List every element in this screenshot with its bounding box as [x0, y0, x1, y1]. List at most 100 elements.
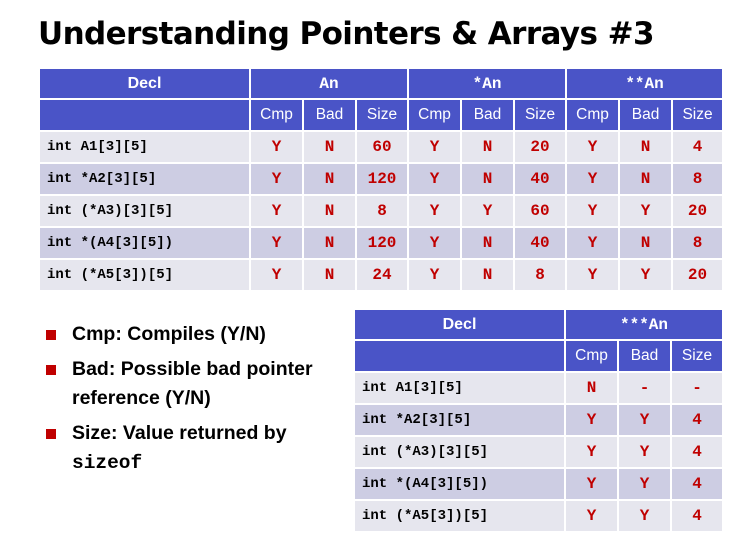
flag-cell: Y	[564, 403, 619, 437]
square-bullet-icon	[46, 429, 56, 439]
flag-cell: Y	[249, 130, 304, 164]
size-cell: 24	[354, 258, 410, 292]
square-bullet-icon	[46, 330, 56, 340]
column-subheader: Cmp	[249, 98, 304, 132]
flag-cell: Y	[249, 162, 304, 196]
flag-cell: Y	[564, 499, 619, 533]
column-subheader: Cmp	[565, 98, 621, 132]
decl-cell: int *A2[3][5]	[353, 403, 566, 437]
decl-cell: int A1[3][5]	[353, 371, 566, 405]
size-cell: 120	[354, 162, 410, 196]
column-subheader: Size	[513, 98, 568, 132]
size-cell: 20	[671, 258, 725, 292]
bullet-text: Cmp: Compiles (Y/N)	[72, 323, 266, 345]
flag-cell: N	[302, 258, 357, 292]
group-header: *An	[407, 67, 568, 100]
flag-cell: -	[617, 371, 672, 405]
column-subheader: Size	[670, 339, 724, 373]
flag-cell: Y	[617, 499, 672, 533]
decl-subheader-blank	[353, 339, 566, 373]
flag-cell: Y	[249, 226, 304, 260]
decl-cell: int *(A4[3][5])	[38, 226, 251, 260]
flag-cell: N	[302, 162, 357, 196]
flag-cell: Y	[249, 194, 304, 228]
decl-subheader-blank	[38, 98, 251, 132]
flag-cell: Y	[565, 130, 621, 164]
decl-cell: int (*A5[3])[5]	[353, 499, 566, 533]
flag-cell: Y	[407, 162, 463, 196]
flag-cell: Y	[407, 130, 463, 164]
flag-cell: N	[618, 130, 674, 164]
column-subheader: Size	[354, 98, 410, 132]
decl-cell: int (*A3)[3][5]	[38, 194, 251, 228]
decl-header: Decl	[38, 67, 251, 100]
size-cell: 4	[670, 435, 724, 469]
column-subheader: Bad	[617, 339, 672, 373]
flag-cell: N	[460, 130, 516, 164]
flag-cell: Y	[407, 194, 463, 228]
flag-cell: Y	[618, 194, 674, 228]
column-subheader: Bad	[302, 98, 357, 132]
decl-cell: int *(A4[3][5])	[353, 467, 566, 501]
flag-cell: Y	[565, 226, 621, 260]
size-cell: 8	[671, 226, 725, 260]
size-cell: 8	[671, 162, 725, 196]
flag-cell: Y	[618, 258, 674, 292]
size-cell: 20	[671, 194, 725, 228]
bullet-item: Size: Value returned by sizeof	[44, 419, 344, 478]
size-cell: 40	[513, 162, 568, 196]
flag-cell: N	[460, 162, 516, 196]
bullet-text: Size: Value returned by	[72, 422, 287, 444]
column-subheader: Bad	[618, 98, 674, 132]
flag-cell: N	[302, 130, 357, 164]
size-cell: 8	[354, 194, 410, 228]
flag-cell: N	[618, 226, 674, 260]
size-cell: 4	[671, 130, 725, 164]
flag-cell: Y	[407, 258, 463, 292]
decl-cell: int A1[3][5]	[38, 130, 251, 164]
group-header: ***An	[564, 308, 724, 341]
flag-cell: Y	[565, 162, 621, 196]
flag-cell: Y	[564, 467, 619, 501]
flag-cell: N	[302, 194, 357, 228]
column-subheader: Size	[671, 98, 725, 132]
size-cell: 8	[513, 258, 568, 292]
slide-title: Understanding Pointers & Arrays #3	[38, 16, 655, 52]
size-cell: 60	[354, 130, 410, 164]
flag-cell: N	[564, 371, 619, 405]
size-cell: 20	[513, 130, 568, 164]
bullet-item: Cmp: Compiles (Y/N)	[44, 320, 344, 349]
square-bullet-icon	[46, 365, 56, 375]
bullet-item: Bad: Possible bad pointer reference (Y/N…	[44, 355, 344, 413]
column-subheader: Bad	[460, 98, 516, 132]
decl-cell: int (*A5[3])[5]	[38, 258, 251, 292]
flag-cell: Y	[617, 403, 672, 437]
size-cell: 4	[670, 467, 724, 501]
size-cell: 60	[513, 194, 568, 228]
flag-cell: Y	[617, 467, 672, 501]
legend-bullets: Cmp: Compiles (Y/N) Bad: Possible bad po…	[44, 320, 344, 484]
bullet-text: Bad: Possible bad pointer reference (Y/N…	[72, 358, 313, 409]
flag-cell: Y	[460, 194, 516, 228]
table-row: int A1[3][5]N--	[353, 371, 724, 405]
flag-cell: Y	[565, 194, 621, 228]
bullet-code: sizeof	[72, 452, 143, 474]
group-header: **An	[565, 67, 725, 100]
column-subheader: Cmp	[407, 98, 463, 132]
flag-cell: N	[460, 226, 516, 260]
size-cell: 40	[513, 226, 568, 260]
flag-cell: N	[460, 258, 516, 292]
decl-header: Decl	[353, 308, 566, 341]
size-cell: 120	[354, 226, 410, 260]
